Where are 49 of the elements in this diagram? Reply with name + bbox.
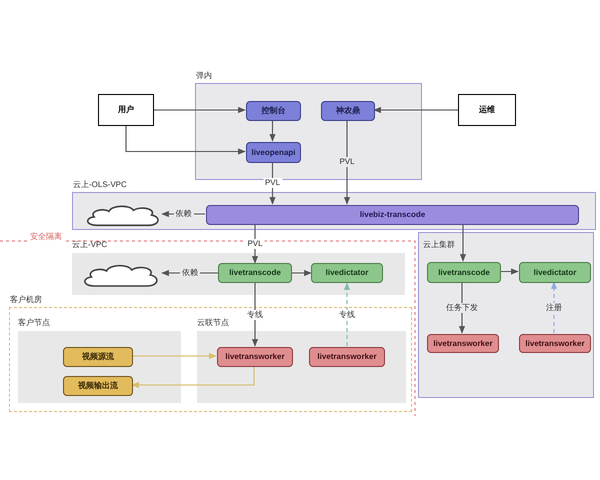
zone-title: 客户机房 xyxy=(10,294,42,306)
zone-title: 云上-OLS-VPC xyxy=(73,179,127,191)
service-box: livetranscode xyxy=(218,263,292,283)
arrow xyxy=(460,224,466,262)
edge-label: 注册 xyxy=(544,302,564,312)
arrow xyxy=(500,268,519,275)
edge-label: 专线 xyxy=(337,310,357,320)
edge-label: PVL xyxy=(245,238,265,248)
arrow xyxy=(252,224,258,264)
zone-title: 弹内 xyxy=(196,70,212,82)
edge-label: 专线 xyxy=(245,310,265,320)
arrow xyxy=(292,270,312,276)
arrow xyxy=(373,106,458,114)
arrow xyxy=(125,126,246,155)
zone-title: 云上-VPC xyxy=(72,239,108,251)
service-box: 控制台 xyxy=(246,101,301,121)
arrow xyxy=(131,366,255,388)
service-box: 神农鼎 xyxy=(321,101,375,121)
zone-title: 客户节点 xyxy=(18,317,50,329)
arrow xyxy=(154,106,246,114)
service-box: livedictator xyxy=(519,262,591,283)
worker-box: livetransworker xyxy=(309,347,385,367)
service-box: liveopenapi xyxy=(246,142,301,163)
process-box: 用户 xyxy=(98,94,154,126)
zone-title: 云上集群 xyxy=(423,239,455,251)
process-box: 运维 xyxy=(458,94,516,126)
arrow xyxy=(269,120,276,142)
arrow xyxy=(132,352,217,360)
service-box: livetranscode xyxy=(427,262,501,283)
zone-title: 云联节点 xyxy=(197,317,229,329)
stream-box: 视频输出流 xyxy=(63,376,133,396)
edge-label: PVL xyxy=(262,178,282,188)
worker-box: livetransworker xyxy=(427,334,499,353)
arrow xyxy=(344,120,350,205)
boundary-label: 安全隔离 xyxy=(28,231,64,243)
service-box: livebiz-transcode xyxy=(206,205,579,225)
worker-box: livetransworker xyxy=(217,347,293,367)
service-box: livedictator xyxy=(311,263,383,283)
zone-panel xyxy=(418,232,594,398)
arrow xyxy=(550,281,558,333)
stream-box: 视频源流 xyxy=(63,347,133,367)
edge-label: 任务下发 xyxy=(444,302,480,312)
arrow xyxy=(344,282,350,346)
edge-label: 依赖 xyxy=(174,209,194,219)
edge-label: PVL xyxy=(337,157,357,167)
worker-box: livetransworker xyxy=(519,334,591,353)
arrow xyxy=(269,162,276,205)
arrow xyxy=(252,283,258,347)
edge-label: 依赖 xyxy=(180,268,200,278)
